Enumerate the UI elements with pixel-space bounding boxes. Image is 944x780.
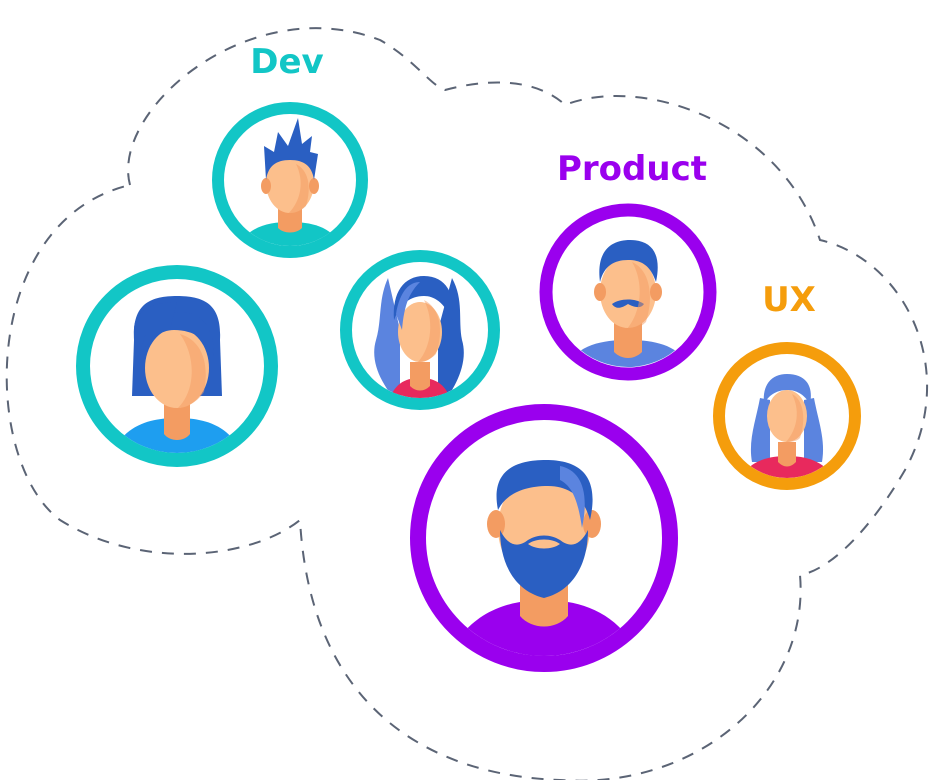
- dashed-cloud-boundary: [5, 27, 929, 780]
- group-label-ux: UX: [762, 280, 816, 320]
- man-beard-avatar-icon: [440, 460, 648, 656]
- man-spiky-hair-avatar-icon: [232, 118, 348, 246]
- group-label-product: Product: [557, 149, 707, 189]
- avatar-dev-long-wavy-hair-woman: [340, 250, 500, 410]
- avatar-dev-short-hair-woman: [76, 265, 278, 467]
- avatar-product-bearded-man: [410, 404, 678, 672]
- man-mustache-avatar-icon: [560, 240, 696, 367]
- woman-wavy-hair-avatar-icon: [374, 276, 464, 398]
- avatar-product-mustache-man: [539, 203, 717, 381]
- woman-short-hair-avatar-icon: [108, 296, 246, 453]
- group-label-dev: Dev: [250, 42, 323, 82]
- avatar-dev-spiky-hair: [212, 102, 368, 258]
- avatar-ux-woman: [713, 342, 861, 490]
